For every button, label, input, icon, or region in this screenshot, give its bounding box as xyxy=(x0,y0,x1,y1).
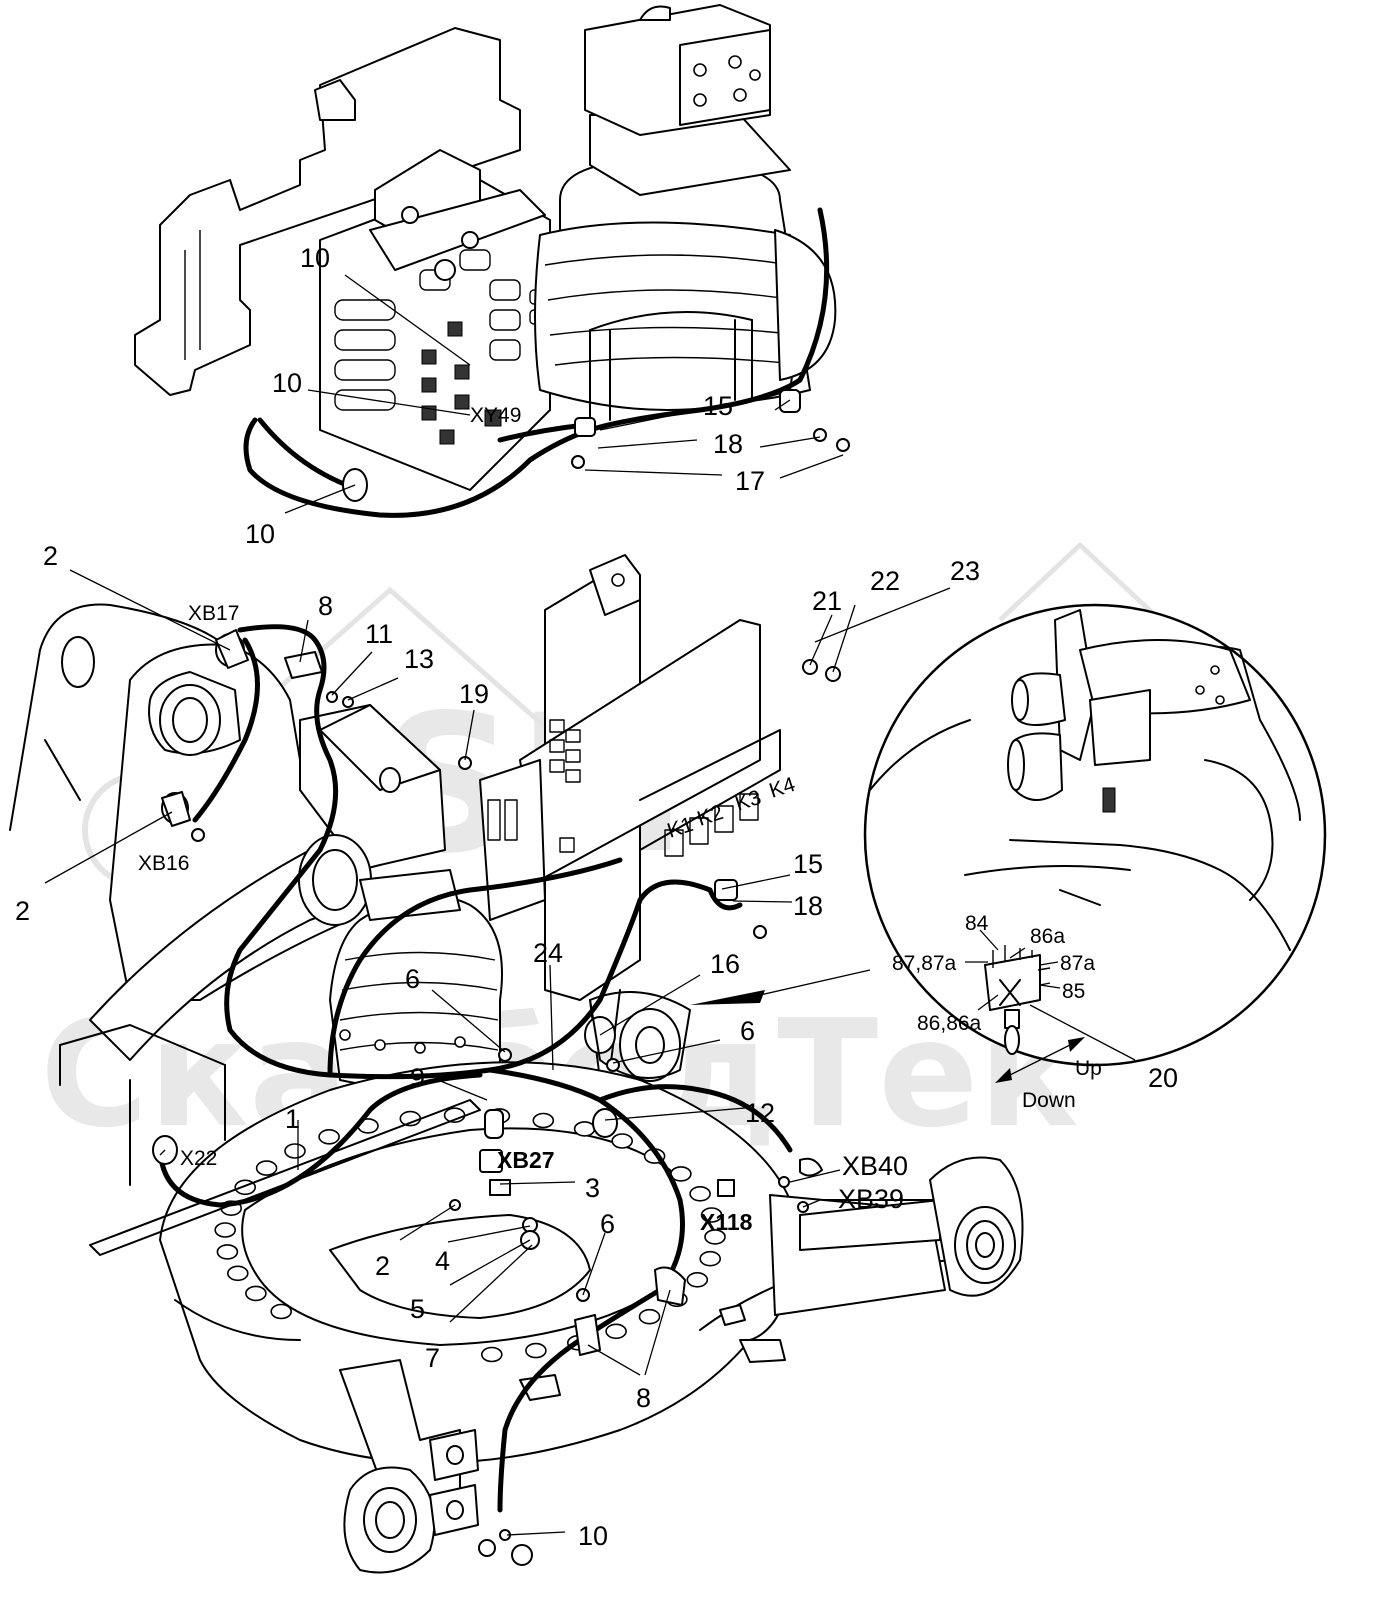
bolt-hole xyxy=(700,1207,723,1223)
callout-xb17: XB17 xyxy=(188,602,239,625)
bolt-hole xyxy=(611,1133,634,1149)
callout-24: 24 xyxy=(533,938,563,968)
control-valve-block xyxy=(319,149,557,491)
callout-20: 20 xyxy=(1148,1063,1178,1093)
callout-10-xy49: 10 xyxy=(272,368,302,398)
callout-23: 23 xyxy=(950,556,980,586)
bolt-hole xyxy=(525,1342,547,1359)
callout-18-mid: 18 xyxy=(793,891,823,921)
callout-xb39: XB39 xyxy=(838,1184,904,1214)
relay-k4: K4 xyxy=(766,773,798,803)
callout-xy49: XY49 xyxy=(470,404,521,427)
callout-19: 19 xyxy=(459,679,489,709)
detail-magnified-view xyxy=(690,603,1327,1083)
callout-2-mid: 2 xyxy=(15,896,30,926)
pin-87a: 87a xyxy=(1060,952,1095,975)
callout-15-mid: 15 xyxy=(793,849,823,879)
callout-21: 21 xyxy=(812,586,842,616)
callout-x118: X118 xyxy=(700,1209,753,1235)
callout-6-c: 6 xyxy=(600,1209,615,1239)
lower-wiring-harness xyxy=(89,624,793,1513)
pin-87-87a: 87,87a xyxy=(892,952,957,975)
callout-6-b: 6 xyxy=(740,1016,755,1046)
small-brackets xyxy=(519,991,786,1401)
bolt-hole xyxy=(284,1143,306,1159)
bolt-hole xyxy=(686,1272,709,1288)
bolt-hole xyxy=(270,1303,293,1320)
callout-9: 9 xyxy=(410,1063,425,1093)
top-leader-lines xyxy=(284,274,844,514)
callout-labels: 10 10 XY49 10 15 18 17 2 XB17 8 11 13 19… xyxy=(15,243,980,1551)
bolt-hole xyxy=(573,1121,596,1137)
callout-x22: X22 xyxy=(180,1147,217,1170)
callout-xb40: XB40 xyxy=(842,1151,908,1181)
front-arm xyxy=(339,1359,479,1574)
callout-5: 5 xyxy=(410,1294,425,1324)
callout-15-top: 15 xyxy=(703,391,733,421)
callout-xb27: XB27 xyxy=(497,1147,555,1173)
bolt-hole xyxy=(480,1346,503,1363)
detail-labels: 84 86a 87,87a 87a 85 86,86a 20 Up Down xyxy=(892,912,1178,1112)
callout-8-low: 8 xyxy=(636,1383,651,1413)
relay-k3: K3 xyxy=(732,786,764,816)
callout-2-upper: 2 xyxy=(43,541,58,571)
bolt-hole xyxy=(255,1160,278,1176)
pin-86a: 86a xyxy=(1030,925,1065,948)
callout-8-top: 8 xyxy=(318,591,333,621)
pin-86-86a: 86,86a xyxy=(917,1012,982,1035)
bolt-hole xyxy=(638,1308,661,1325)
callout-7: 7 xyxy=(425,1343,440,1373)
callout-6-a: 6 xyxy=(405,964,420,994)
callout-xb16: XB16 xyxy=(138,852,189,875)
callout-10-top: 10 xyxy=(300,243,330,273)
top-harness-cable xyxy=(243,207,830,518)
bolt-hole xyxy=(227,1265,249,1282)
callout-18-top: 18 xyxy=(713,429,743,459)
pin-85: 85 xyxy=(1062,980,1085,1003)
bolt-hole xyxy=(605,1323,627,1340)
callout-10-bottom: 10 xyxy=(578,1521,608,1551)
bolt-hole xyxy=(245,1285,267,1302)
callout-17: 17 xyxy=(735,466,765,496)
bolt-hole xyxy=(689,1186,711,1202)
valve-mounting-plate xyxy=(134,27,521,396)
rear-arm xyxy=(769,1156,1024,1316)
callout-12: 12 xyxy=(745,1098,775,1128)
bolt-hole xyxy=(699,1250,722,1267)
label-up: Up xyxy=(1075,1057,1102,1080)
bolt-hole xyxy=(704,1229,726,1245)
boom-structure xyxy=(9,603,446,1186)
callout-10-lower-top: 10 xyxy=(245,519,275,549)
pin-84: 84 xyxy=(965,912,989,935)
connectors xyxy=(152,629,841,1566)
callout-2-low: 2 xyxy=(375,1251,390,1281)
callout-11: 11 xyxy=(365,619,393,649)
callout-22: 22 xyxy=(870,566,900,596)
swing-motor-assembly xyxy=(534,4,837,421)
lower-leader-lines xyxy=(44,569,951,1536)
bolt-hole xyxy=(214,1222,236,1238)
callout-4: 4 xyxy=(435,1246,450,1276)
callout-1: 1 xyxy=(285,1104,300,1134)
label-down: Down xyxy=(1022,1089,1076,1112)
bolt-hole xyxy=(532,1112,555,1129)
callout-16: 16 xyxy=(710,949,740,979)
bolt-hole xyxy=(216,1244,239,1260)
bolt-hole xyxy=(318,1129,340,1145)
turntable-bolt-holes xyxy=(214,1107,726,1363)
callout-3: 3 xyxy=(585,1173,600,1203)
callout-13: 13 xyxy=(404,644,434,674)
